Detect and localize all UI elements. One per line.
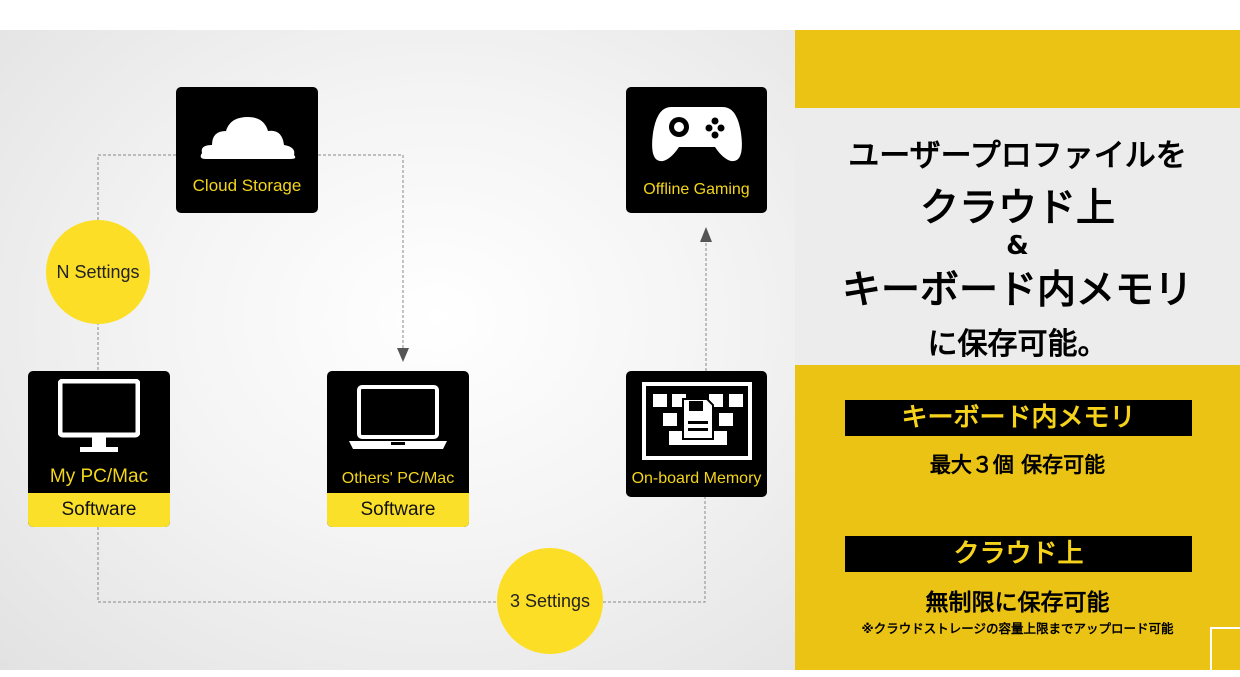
software-badge: Software (327, 493, 469, 527)
onboard-memory-node: On-board Memory (626, 371, 767, 497)
info-panel: ユーザープロファイルを クラウド上 & キーボード内メモリ に保存可能。 キーボ… (795, 30, 1240, 677)
headline-line1: ユーザープロファイルを (848, 138, 1187, 174)
software-badge: Software (28, 493, 170, 527)
n-settings-circle: N Settings (46, 220, 150, 324)
others-pc-node: Others' PC/Mac Software (327, 371, 469, 527)
my-pc-node: My PC/Mac Software (28, 371, 170, 527)
onboard-memory-label: On-board Memory (631, 470, 762, 487)
cloud-heading: クラウド上 (845, 536, 1192, 572)
monitor-icon (58, 379, 140, 452)
others-pc-label: Others' PC/Mac (341, 470, 455, 487)
top-yellow-band (795, 30, 1240, 108)
my-pc-label: My PC/Mac (49, 466, 149, 487)
laptop-icon (349, 385, 447, 449)
cloud-note: ※クラウドストレージの容量上限までアップロード可能 (861, 621, 1174, 636)
offline-gaming-label: Offline Gaming (643, 181, 750, 198)
three-settings-circle: 3 Settings (497, 548, 603, 654)
headline-line2: クラウド上 (919, 186, 1115, 231)
memory-desc: 最大３個 保存可能 (929, 453, 1106, 477)
corner-frame (1210, 627, 1240, 677)
headline-line3: & (1006, 231, 1029, 261)
cloud-storage-label: Cloud Storage (192, 176, 302, 195)
details-block: キーボード内メモリ 最大３個 保存可能 クラウド上 無制限に保存可能 ※クラウド… (795, 365, 1240, 670)
cloud-desc: 無制限に保存可能 (925, 590, 1110, 616)
cloud-storage-node: Cloud Storage (176, 87, 318, 213)
offline-gaming-node: Offline Gaming (626, 87, 767, 213)
cloud-icon (200, 117, 296, 159)
headline-line4: キーボード内メモリ (841, 268, 1193, 313)
headline-line5: に保存可能。 (927, 327, 1108, 362)
memory-heading: キーボード内メモリ (845, 400, 1192, 436)
headline-block: ユーザープロファイルを クラウド上 & キーボード内メモリ に保存可能。 (795, 108, 1240, 365)
keyboard-save-icon (642, 382, 752, 460)
gamepad-icon (652, 107, 742, 162)
